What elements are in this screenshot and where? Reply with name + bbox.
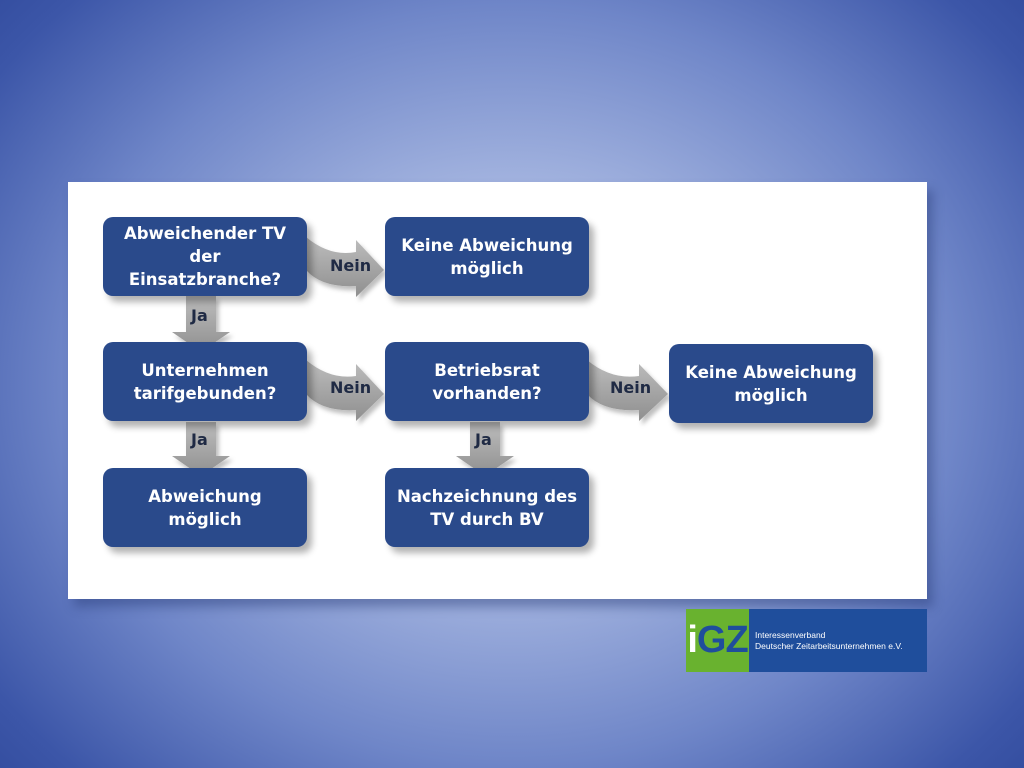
igz-logo-mark-gz: GZ [696,619,749,661]
node-nachzeichnung: Nachzeichnung des TV durch BV [385,468,589,547]
arrow-ja-3 [456,422,514,476]
node-abweichender-tv-label: Abweichender TV der Einsatzbranche? [123,224,287,289]
node-keine-abweichung-1: Keine Abweichung möglich [385,217,589,296]
arrow-ja-1 [172,296,230,352]
arrow-nein-2 [306,360,384,421]
igz-logo: iGZ Interessenverband Deutscher Zeitarbe… [686,609,927,672]
edge-label-ja-3: Ja [475,430,492,449]
edge-label-nein-3: Nein [610,378,652,397]
flowchart-arrows [172,237,668,476]
node-betriebsrat-vorhanden: Betriebsrat vorhanden? [385,342,589,421]
node-keine-abweichung-1-label: Keine Abweichung möglich [401,235,573,278]
node-abweichung-moeglich: Abweichung möglich [103,468,307,547]
node-unternehmen-tarifgebunden: Unternehmen tarifgebunden? [103,342,307,421]
igz-logo-text: Interessenverband Deutscher Zeitarbeitsu… [749,609,927,672]
node-nachzeichnung-label: Nachzeichnung des TV durch BV [396,486,578,529]
edge-label-nein-2: Nein [330,378,372,397]
node-keine-abweichung-2: Keine Abweichung möglich [669,344,873,423]
arrow-ja-2 [172,422,230,476]
node-keine-abweichung-2-label: Keine Abweichung möglich [685,362,857,405]
arrow-nein-1 [306,237,384,297]
igz-logo-line1: Interessenverband [755,629,826,640]
node-abweichender-tv: Abweichender TV der Einsatzbranche? [103,217,307,296]
edge-label-ja-1: Ja [191,306,208,325]
edge-label-ja-2: Ja [191,430,208,449]
node-unternehmen-tarifgebunden-label: Unternehmen tarifgebunden? [133,360,277,403]
flowchart-panel: Abweichender TV der Einsatzbranche? Kein… [68,182,927,599]
node-abweichung-moeglich-label: Abweichung möglich [148,486,262,529]
arrow-nein-3 [587,360,668,421]
igz-logo-mark-i: i [687,619,698,661]
edge-label-nein-1: Nein [330,256,372,275]
igz-logo-mark: iGZ [686,609,749,672]
node-betriebsrat-vorhanden-label: Betriebsrat vorhanden? [432,360,542,403]
igz-logo-line2: Deutscher Zeitarbeitsunternehmen e.V. [755,640,903,651]
